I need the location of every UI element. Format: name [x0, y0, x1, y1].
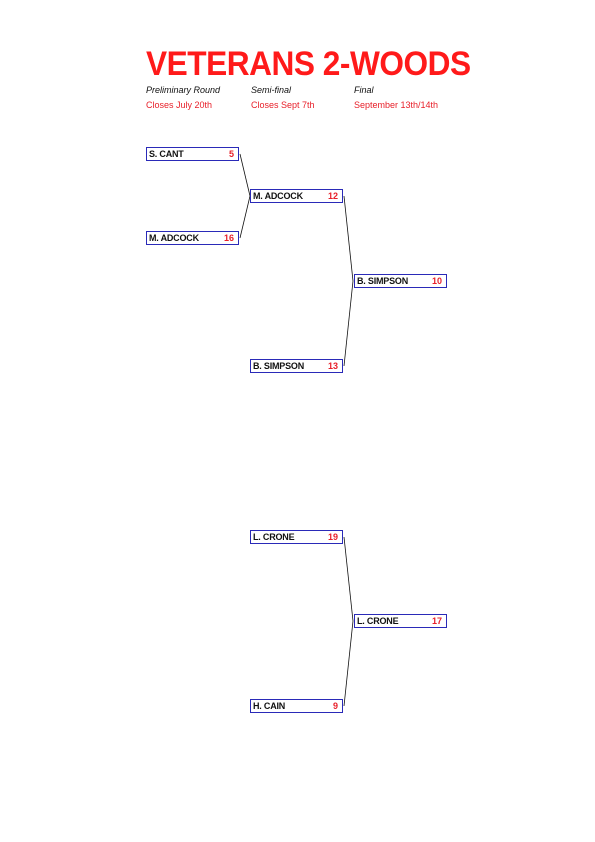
player-score: 10 — [431, 276, 442, 286]
player-score: 12 — [327, 191, 338, 201]
bracket-line — [239, 195, 251, 239]
player-name: S. CANT — [149, 149, 184, 159]
player-score: 13 — [327, 361, 338, 371]
player-score: 19 — [327, 532, 338, 542]
round-label-preliminary: Preliminary Round — [146, 85, 221, 95]
bracket-entry-final-2: L. CRONE 17 — [354, 614, 447, 628]
bracket-entry-semi-3: L. CRONE 19 — [250, 530, 343, 544]
closing-date-semi-final: Closes Sept 7th — [251, 100, 315, 110]
bracket-line — [239, 153, 251, 197]
player-name: L. CRONE — [253, 532, 295, 542]
bracket-line — [343, 536, 354, 622]
player-name: B. SIMPSON — [357, 276, 409, 286]
closing-date-final: September 13th/14th — [354, 100, 439, 110]
page-title: VETERANS 2-WOODS — [146, 45, 471, 83]
player-score: 16 — [223, 233, 234, 243]
bracket-entry-final-1: B. SIMPSON 10 — [354, 274, 447, 288]
player-name: M. ADCOCK — [149, 233, 199, 243]
bracket-entry-semi-2: B. SIMPSON 13 — [250, 359, 343, 373]
bracket-entry-semi-4: H. CAIN 9 — [250, 699, 343, 713]
player-name: B. SIMPSON — [253, 361, 305, 371]
player-score: 5 — [228, 149, 234, 159]
bracket-line — [343, 280, 354, 367]
bracket-line — [343, 620, 354, 707]
round-label-semi-final: Semi-final — [251, 85, 292, 95]
bracket-entry-prelim-2: M. ADCOCK 16 — [146, 231, 239, 245]
bracket-entry-prelim-1: S. CANT 5 — [146, 147, 239, 161]
player-score: 9 — [332, 701, 338, 711]
player-score: 17 — [431, 616, 442, 626]
player-name: M. ADCOCK — [253, 191, 303, 201]
closing-date-preliminary: Closes July 20th — [146, 100, 213, 110]
round-label-final: Final — [354, 85, 374, 95]
bracket-line — [343, 195, 354, 282]
player-name: L. CRONE — [357, 616, 399, 626]
player-name: H. CAIN — [253, 701, 286, 711]
bracket-entry-semi-1: M. ADCOCK 12 — [250, 189, 343, 203]
